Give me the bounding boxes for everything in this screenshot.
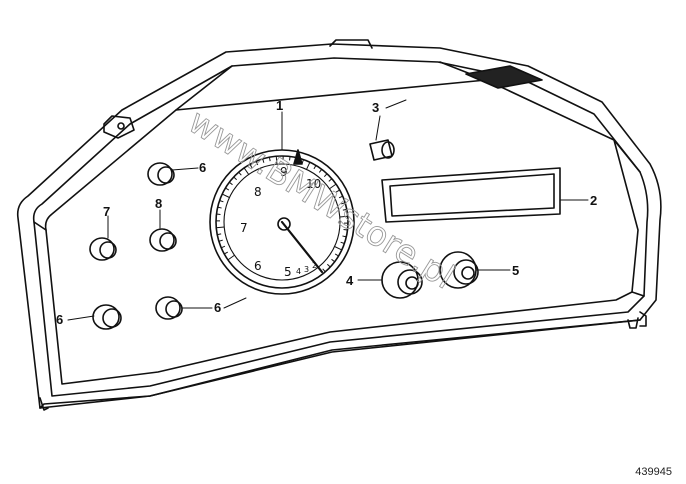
gauge-tick (228, 181, 233, 186)
gauge-tick (227, 254, 235, 261)
dial-number-9: 9 (280, 165, 288, 179)
callout-2: 2 (590, 193, 597, 208)
gauge-tick (295, 157, 298, 162)
top-bevel (33, 61, 645, 297)
gauge-tick (238, 171, 242, 176)
gauge-tick (217, 206, 222, 209)
dial-number-8: 8 (254, 185, 262, 199)
callout-8: 8 (155, 196, 162, 211)
gauge-tick (216, 226, 225, 229)
gauge-tick (323, 173, 328, 177)
callout-6-bottom-left: 6 (56, 312, 63, 327)
callout-4: 4 (346, 273, 354, 288)
gauge-tick (327, 263, 331, 268)
dial-number-3: 3 (304, 265, 309, 274)
leader-lines (67, 99, 589, 321)
housing-inner-rim (32, 57, 649, 397)
gauge-tick (318, 168, 323, 173)
watermark: www.BMWstore.pl (181, 102, 461, 298)
gauge-tick (322, 268, 326, 273)
gauge-tick (341, 202, 346, 205)
gauge-tick (335, 189, 340, 193)
callout-1: 1 (276, 98, 283, 113)
gauge-tick (334, 253, 339, 257)
gauge-tick (342, 208, 347, 211)
gauge-tick-marks (216, 156, 348, 273)
gauge-tick (225, 187, 230, 191)
gauge-tick (218, 239, 223, 242)
gauge-tick (219, 200, 224, 203)
dial-number-4: 4 (296, 267, 301, 276)
left-bracket (103, 115, 135, 139)
bottom-lip (39, 319, 641, 411)
gauge-tick (217, 233, 222, 236)
callout-6-bottom: 6 (214, 300, 221, 315)
gauge-tick (255, 161, 259, 166)
callout-7: 7 (103, 204, 110, 219)
callout-5: 5 (512, 263, 519, 278)
gauge-tick (306, 161, 311, 170)
gauge-dial-numbers: 9 10 8 7 6 5 4 3 2 (240, 165, 321, 279)
gauge-tick (301, 159, 304, 164)
gauge-tick (243, 167, 250, 175)
callout-6-top: 6 (199, 160, 206, 175)
indicator-light-6-top (147, 162, 175, 186)
knob-3 (369, 139, 395, 161)
indicator-light-8 (149, 228, 177, 252)
dial-number-10: 10 (306, 177, 321, 191)
dial-number-6: 6 (254, 259, 262, 273)
gauge-tick (249, 164, 253, 169)
indicator-light-7 (89, 237, 117, 261)
gauge-tick (224, 251, 229, 255)
housing-outer (16, 43, 662, 409)
gauge-tick (331, 258, 336, 263)
gauge-tick (233, 176, 237, 181)
gauge-tick (275, 156, 278, 165)
callout-3: 3 (372, 100, 379, 115)
gauge-tick (329, 183, 337, 190)
gauge-tick (262, 158, 265, 163)
gauge-tick (342, 235, 347, 238)
gauge-tick (328, 178, 333, 182)
gauge-tick (313, 165, 317, 170)
display-window-inner (389, 173, 555, 217)
face-panel (44, 79, 639, 385)
dial-number-7: 7 (240, 221, 248, 235)
display-window-outer (381, 167, 561, 223)
callout-labels: 1 2 3 4 5 6 6 6 7 8 (56, 98, 597, 327)
gauge-tick (334, 246, 343, 251)
top-tab (329, 39, 373, 49)
dial-number-2: 2 (312, 261, 317, 270)
gauge-tick (221, 245, 226, 249)
gauge-tick (340, 241, 345, 244)
gauge-tick (221, 193, 230, 198)
gauge-tick (268, 157, 271, 162)
visor-strip (465, 65, 543, 89)
gauge-tick (339, 215, 348, 218)
indicator-light-6-bottom-left (92, 304, 122, 330)
dial-number-5: 5 (284, 265, 292, 279)
indicator-light-6-bottom (155, 296, 183, 320)
diagram-number: 439945 (635, 466, 672, 478)
gauge-tick (338, 195, 343, 199)
